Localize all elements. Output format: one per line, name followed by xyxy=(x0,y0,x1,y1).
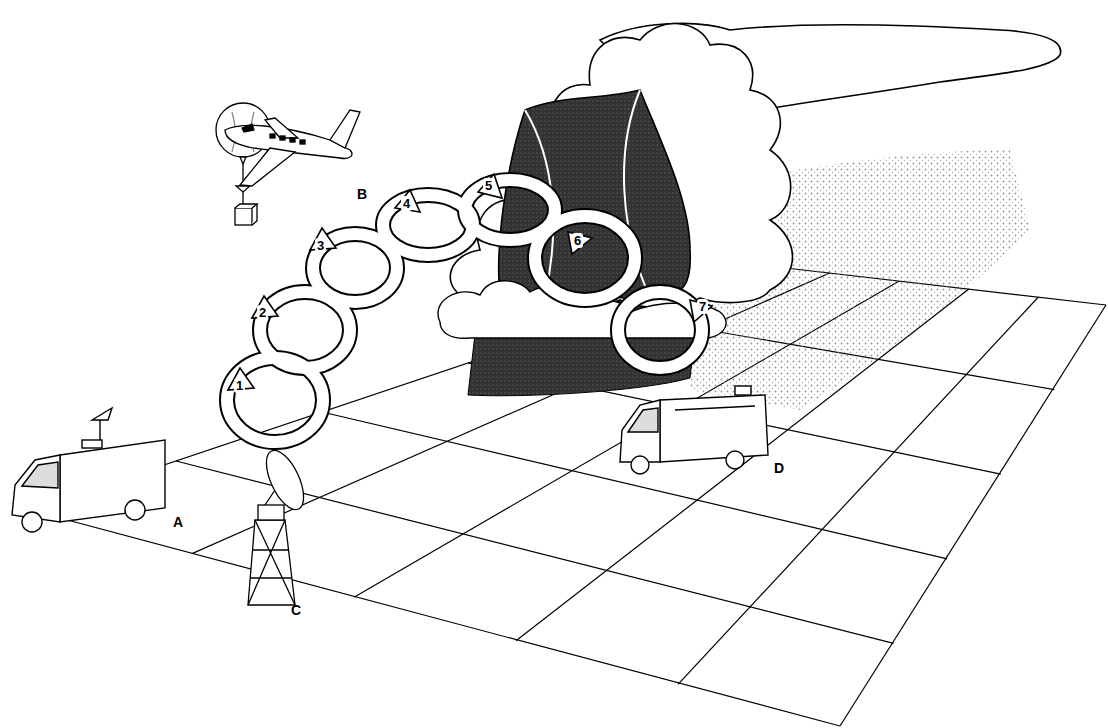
grid-line xyxy=(840,305,1106,726)
callout-number: 4 xyxy=(401,196,412,211)
platform-letter: C xyxy=(291,603,301,617)
callout-number: 1 xyxy=(234,378,245,393)
callout-number: 5 xyxy=(483,178,494,193)
inflow-loops xyxy=(227,174,712,442)
platform-letter: B xyxy=(357,187,367,201)
platform-letter: D xyxy=(774,461,784,475)
radar-tower xyxy=(248,445,311,605)
callout-number: 6 xyxy=(572,233,583,248)
grid-line xyxy=(30,510,840,726)
platform-letter: A xyxy=(173,515,183,529)
mobile-van xyxy=(620,386,768,474)
mobile-lab-van xyxy=(12,408,165,532)
research-aircraft xyxy=(225,110,360,186)
callout-number: 2 xyxy=(257,305,268,320)
cloud-core-cutaway xyxy=(499,90,691,300)
cumulonimbus-cloud xyxy=(450,24,792,309)
ground-grid xyxy=(30,265,1106,726)
callout-number: 3 xyxy=(315,238,326,253)
callout-number: 7 xyxy=(697,299,708,314)
